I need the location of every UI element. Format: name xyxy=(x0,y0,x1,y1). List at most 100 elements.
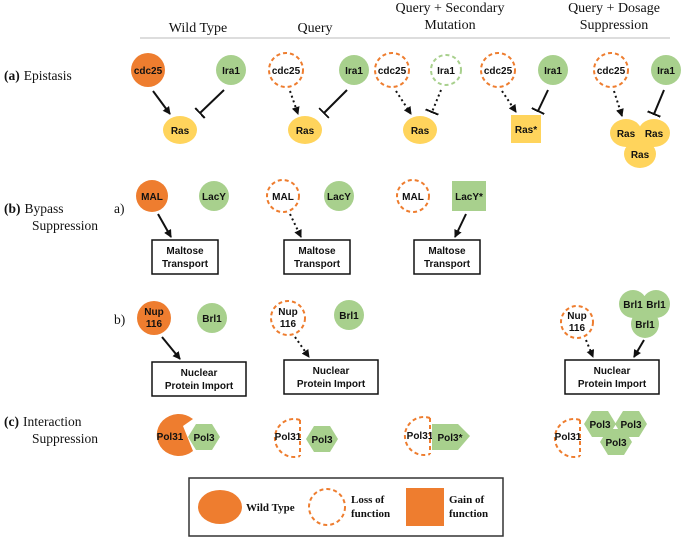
q-cdc25-activates-ras xyxy=(289,90,300,115)
q-ira1-inhibits-ras xyxy=(324,89,348,113)
s-maltose-line2: Transport xyxy=(424,259,471,270)
row-b-sub-a: a) xyxy=(114,201,125,216)
row-b-tag: (b) xyxy=(4,201,21,216)
q-lacy-node xyxy=(324,181,354,211)
legend-loss-line2: function xyxy=(351,508,390,520)
d-nuclear-box xyxy=(564,359,660,395)
d-nup116-line1: Nup xyxy=(567,311,586,322)
q-brl1-label: Brl1 xyxy=(339,311,359,322)
q-nup116-to-nuclear xyxy=(294,336,310,358)
d-ras-node-1 xyxy=(610,119,642,147)
s2-ira1-node xyxy=(538,55,568,85)
d-brl1-label-1: Brl1 xyxy=(623,300,643,311)
s-lacy-star-node xyxy=(452,181,486,211)
d-ras-label-2: Ras xyxy=(645,129,664,140)
row-c-name-line1: Interaction xyxy=(23,414,82,429)
d-nup116-to-nuclear xyxy=(585,339,595,358)
q-pol31-label: Pol31 xyxy=(275,432,302,443)
d-pol31-node xyxy=(553,418,581,458)
s1-cdc25-activates-ras xyxy=(395,90,412,115)
q-pol3-node xyxy=(306,426,338,452)
s1-ira1-node xyxy=(430,54,462,86)
wt-lacy-label: LacY xyxy=(202,192,226,203)
row-a-label: (a)Epistasis xyxy=(4,68,72,83)
q-ras-node xyxy=(288,116,322,144)
s1-cdc25-node xyxy=(374,52,410,88)
wt-cdc25-label: cdc25 xyxy=(134,66,163,77)
wt-maltose-line2: Transport xyxy=(162,259,209,270)
row-b-name-line1: Bypass xyxy=(25,201,64,216)
q-mal-to-maltose xyxy=(289,213,302,238)
legend-loss-line1: Loss of xyxy=(351,494,385,506)
wt-maltose-box xyxy=(151,239,219,275)
d-pol3-label-2: Pol3 xyxy=(620,420,642,431)
wt-nup116-line1: Nup xyxy=(144,307,163,318)
wt-mal-label: MAL xyxy=(141,192,163,203)
wt-brl1-node xyxy=(197,303,227,333)
wt-lacy-node xyxy=(199,181,229,211)
wt-ras-node xyxy=(163,116,197,144)
wt-pol3-node xyxy=(188,424,220,450)
s-pol3-star-label: Pol3* xyxy=(437,433,462,444)
row-c-label: (c) Interaction xyxy=(4,414,82,429)
q-nuclear-box xyxy=(283,359,379,395)
header-secondary-line1: Query + Secondary xyxy=(396,1,505,16)
wt-brl1-label: Brl1 xyxy=(202,314,222,325)
d-ras-label-3: Ras xyxy=(631,150,650,161)
wt-pol31-label: Pol31 xyxy=(157,432,184,443)
q-ira1-label: Ira1 xyxy=(345,66,363,77)
d-pol3-label-1: Pol3 xyxy=(589,420,611,431)
d-cdc25-label: cdc25 xyxy=(597,66,626,77)
s1-ras-label: Ras xyxy=(411,126,430,137)
legend-gain-line2: function xyxy=(449,508,488,520)
s2-ras-star-node xyxy=(511,115,541,143)
q-nup116-line1: Nup xyxy=(278,307,297,318)
s2-cdc25-label: cdc25 xyxy=(484,66,513,77)
q-cdc25-node xyxy=(268,52,304,88)
q-cdc25-label: cdc25 xyxy=(272,66,301,77)
d-nup116-line2: 116 xyxy=(569,323,586,334)
q-ira1-node xyxy=(339,55,369,85)
wt-nup116-line2: 116 xyxy=(146,319,163,330)
wt-pol31-node xyxy=(156,414,193,457)
d-ras-label-1: Ras xyxy=(617,129,636,140)
q-maltose-box xyxy=(283,239,351,275)
wt-cdc25-activates-ras xyxy=(152,90,171,115)
wt-nuclear-line1: Nuclear xyxy=(181,368,218,379)
s2-ira1-inhibits-ras xyxy=(538,89,549,111)
d-brl1-label-2: Brl1 xyxy=(646,300,666,311)
s-pol31-label: Pol31 xyxy=(407,431,434,442)
d-nuclear-line2: Protein Import xyxy=(578,379,647,390)
row-c-tag: (c) xyxy=(4,414,19,429)
wt-maltose-line1: Maltose xyxy=(166,246,204,257)
s1-ira1-inhibits-ras xyxy=(432,89,442,112)
s-maltose-line1: Maltose xyxy=(428,246,466,257)
wt-cdc25-node xyxy=(131,53,165,87)
s2-cdc25-node xyxy=(480,52,516,88)
s-lacy-to-maltose xyxy=(454,213,467,238)
wt-ras-label: Ras xyxy=(171,126,190,137)
legend-gain-swatch xyxy=(406,488,444,526)
d-pol3-node-3 xyxy=(600,429,632,455)
q-ras-label: Ras xyxy=(296,126,315,137)
q-nuclear-line2: Protein Import xyxy=(297,379,366,390)
s-pol3-star-node xyxy=(432,424,470,450)
legend-loss-swatch xyxy=(308,488,346,526)
header-dosage-line2: Suppression xyxy=(580,18,648,33)
row-c-name-line2: Suppression xyxy=(32,431,98,446)
s1-ira1-label: Ira1 xyxy=(437,66,455,77)
d-ira1-label: Ira1 xyxy=(657,66,675,77)
d-cdc25-node xyxy=(593,52,629,88)
legend-wild-type-label: Wild Type xyxy=(246,502,295,514)
d-brl1-node-3 xyxy=(631,310,659,338)
header-wild-type: Wild Type xyxy=(169,21,227,36)
wt-nuclear-box xyxy=(151,361,247,397)
q-brl1-node xyxy=(334,300,364,330)
d-brl1-to-nuclear xyxy=(633,339,645,358)
d-ras-node-3 xyxy=(624,140,656,168)
s-maltose-box xyxy=(413,239,481,275)
s2-cdc25-activates-ras xyxy=(501,90,517,113)
d-nuclear-line1: Nuclear xyxy=(594,366,631,377)
